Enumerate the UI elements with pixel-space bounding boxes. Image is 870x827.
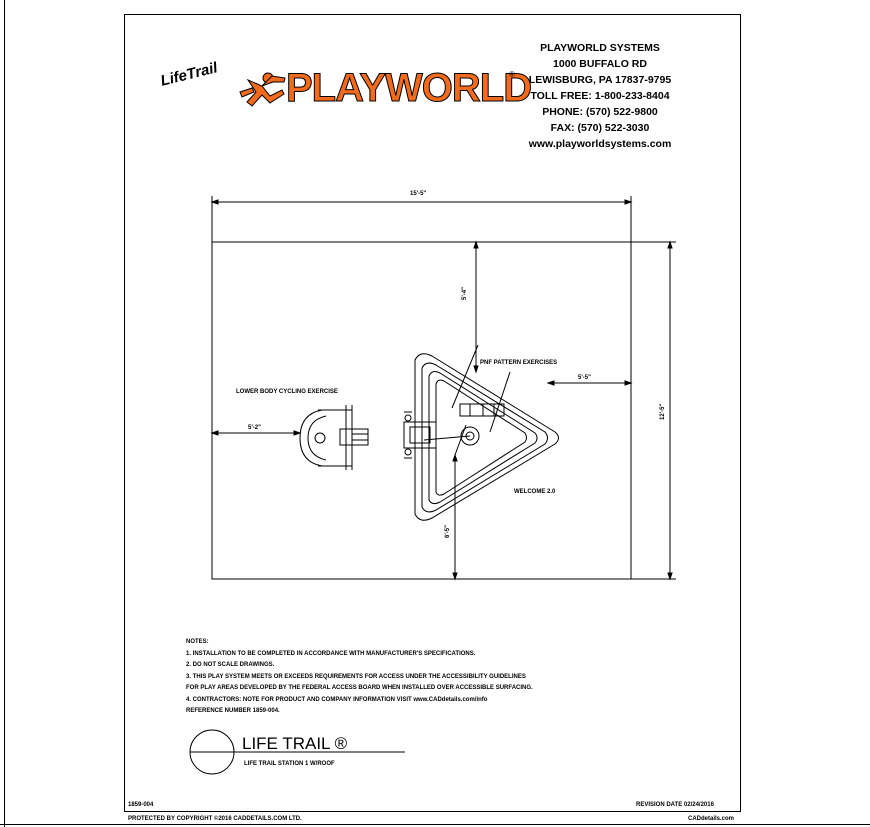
company-website: www.playworldsystems.com — [528, 138, 672, 150]
note-item: REFERENCE NUMBER 1859-004. — [186, 708, 280, 714]
dim-height-label: 12'-5" — [660, 403, 666, 420]
pnf-pattern-label: PNF PATTERN EXERCISES — [480, 360, 558, 366]
company-city: LEWISBURG, PA 17837-9795 — [528, 74, 672, 86]
footer-ref: 1859-004 — [128, 802, 154, 808]
note-item: 3. THIS PLAY SYSTEM MEETS OR EXCEEDS REQ… — [186, 673, 526, 680]
company-address-block: PLAYWORLD SYSTEMS 1000 BUFFALO RD LEWISB… — [500, 40, 700, 152]
footer-revision: REVISION DATE 02/24/2016 — [636, 802, 714, 808]
footer-site: CADdetails.com — [688, 816, 735, 822]
note-item: 2. DO NOT SCALE DRAWINGS. — [186, 662, 275, 668]
title-main: LIFE TRAIL ® — [242, 734, 348, 753]
dim-width-label: 15'-5" — [410, 191, 427, 197]
dim-left-clearance-label: 5'-2" — [248, 425, 261, 431]
note-item: 1. INSTALLATION TO BE COMPLETED IN ACCOR… — [186, 650, 476, 657]
playworld-logo-text: PLAYWORLD — [285, 66, 532, 111]
company-phone: PHONE: (570) 522-9800 — [542, 106, 658, 118]
cycling-exercise-label: LOWER BODY CYCLING EXERCISE — [236, 389, 338, 395]
drawing-sheet — [124, 14, 741, 812]
notes-block: NOTES: 1. INSTALLATION TO BE COMPLETED I… — [186, 637, 533, 718]
registered-mark: ® — [509, 70, 515, 79]
company-street: 1000 BUFFALO RD — [553, 58, 647, 70]
company-toll-free: TOLL FREE: 1-800-233-8404 — [530, 90, 670, 102]
dim-top-clearance-label: 5'-4" — [462, 287, 468, 300]
notes-heading: NOTES: — [186, 639, 209, 645]
bottom-edge-line — [0, 824, 870, 825]
dim-right-clearance-label: 5'-5" — [578, 375, 591, 381]
welcome-label: WELCOME 2.0 — [514, 489, 556, 495]
company-name: PLAYWORLD SYSTEMS — [540, 42, 660, 54]
left-edge-line — [4, 0, 5, 827]
note-item: 4. CONTRACTORS: NOTE FOR PRODUCT AND COM… — [186, 696, 488, 703]
title-subtitle: LIFE TRAIL STATION 1 W/ROOF — [244, 761, 335, 767]
company-fax: FAX: (570) 522-3030 — [550, 122, 650, 134]
footer-copyright: PROTECTED BY COPYRIGHT ©2016 CADDETAILS.… — [128, 816, 302, 822]
dim-bottom-clearance-label: 6'-5" — [445, 525, 451, 538]
note-item: FOR PLAY AREAS DEVELOPED BY THE FEDERAL … — [186, 685, 533, 691]
